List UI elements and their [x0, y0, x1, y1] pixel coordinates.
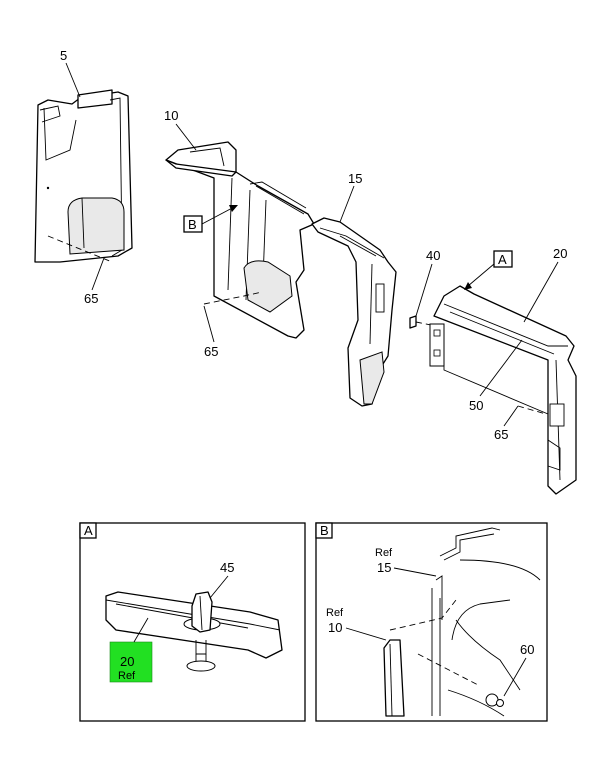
- callout-65-part20: 65: [494, 427, 508, 442]
- ref-20-number: 20: [120, 654, 134, 669]
- flag-a-main: [493, 250, 513, 268]
- part-5-panel: [34, 89, 133, 263]
- callout-60: 60: [520, 642, 534, 657]
- ref-15-text: Ref: [375, 547, 393, 559]
- callout-45: 45: [220, 560, 234, 575]
- detail-b-frame: B Ref 15 Ref 10 60: [315, 522, 548, 722]
- flag-b-main-label: B: [188, 217, 197, 232]
- ref-10-number: 10: [328, 620, 342, 635]
- callout-15: 15: [348, 171, 362, 186]
- detail-a-frame: A 45 20 Ref: [79, 522, 306, 722]
- callout-10: 10: [164, 108, 178, 123]
- callout-65-part10: 65: [204, 344, 218, 359]
- callout-50: 50: [469, 398, 483, 413]
- ref-15-number: 15: [377, 560, 391, 575]
- part-15-panel: [311, 217, 397, 407]
- callout-20: 20: [553, 246, 567, 261]
- ref-20-highlight: [109, 641, 153, 683]
- part-20-panel: [429, 285, 577, 495]
- callout-65-part5: 65: [84, 291, 98, 306]
- ref-10-text: Ref: [326, 607, 344, 619]
- callout-5: 5: [60, 48, 67, 63]
- ref-20-text: Ref: [118, 670, 136, 682]
- detail-b-title: B: [320, 523, 329, 538]
- flag-a-main-label: A: [498, 252, 507, 267]
- part-40-clip: [409, 315, 417, 329]
- callout-40: 40: [426, 248, 440, 263]
- detail-a-title: A: [84, 523, 93, 538]
- part-10-panel: [165, 141, 315, 339]
